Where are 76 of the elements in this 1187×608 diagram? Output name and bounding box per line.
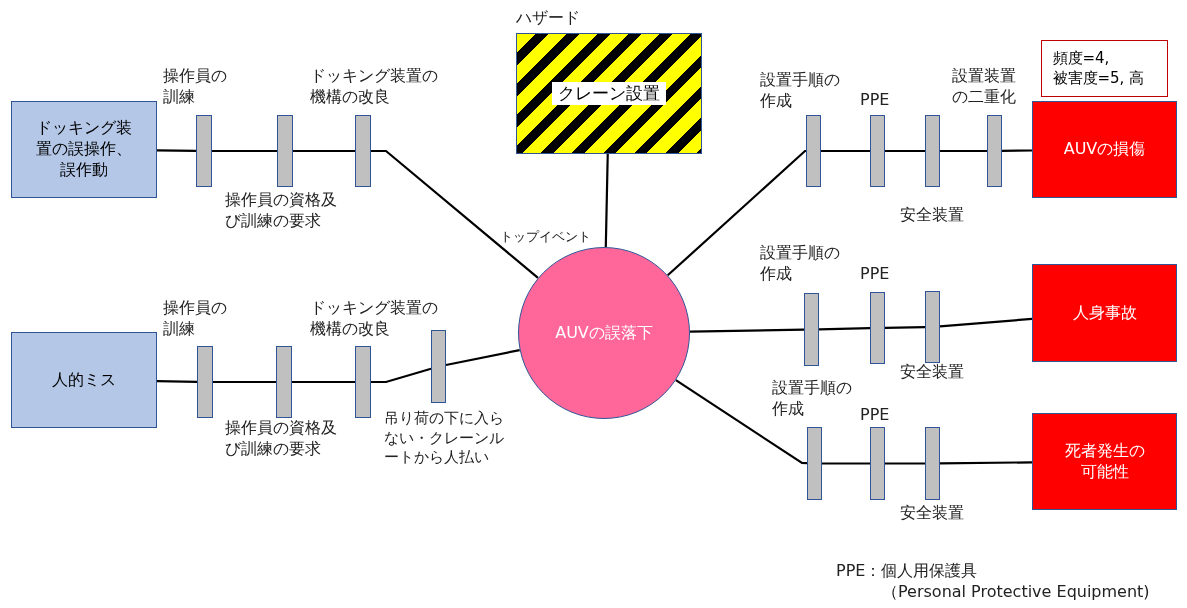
- connector-line: [371, 367, 432, 384]
- barrier-label: 操作員の訓練: [163, 66, 228, 108]
- barrier-label: 操作員の資格及び訓練の要求: [225, 418, 338, 460]
- barrier-label: 設置装置の二重化: [952, 66, 1017, 108]
- barrier-label: 操作員の資格及び訓練の要求: [225, 190, 338, 232]
- barrier-bar: [197, 346, 213, 418]
- barrier-bar: [987, 115, 1002, 187]
- barrier-bar: [806, 115, 821, 187]
- consequence-text: AUVの損傷: [1062, 139, 1147, 160]
- barrier-label: ドッキング装置の機構の改良: [310, 298, 439, 340]
- connector-line: [292, 380, 355, 384]
- connector-line: [157, 149, 196, 152]
- barrier-label: PPE: [860, 90, 891, 111]
- connector-line: [213, 380, 276, 384]
- barrier-bar: [870, 115, 885, 187]
- footnote-text: PPE：個人用保護具: [836, 561, 978, 582]
- consequence-text: 死者発生の可能性: [1063, 440, 1146, 483]
- connector-line: [293, 149, 355, 153]
- barrier-bar: [277, 115, 293, 187]
- consequence-box: [1032, 413, 1177, 510]
- connector-line: [212, 149, 277, 153]
- barrier-bar: [276, 346, 292, 418]
- barrier-bar: [196, 115, 212, 187]
- top-event-heading: トップイベント: [500, 229, 592, 246]
- connector-line: [445, 349, 520, 367]
- hazard-text: クレーン設置: [552, 82, 666, 105]
- consequence-text: 人身事故: [1071, 302, 1138, 324]
- threat-text: ドッキング装置の誤操作、誤作動: [35, 118, 133, 181]
- barrier-label: PPE: [860, 264, 891, 285]
- connector-line: [1002, 149, 1032, 152]
- footnote-text: （Personal Protective Equipment): [882, 582, 1150, 603]
- barrier-bar: [870, 292, 885, 364]
- barrier-label: 操作員の訓練: [163, 298, 228, 340]
- connector-line: [667, 149, 807, 277]
- hazard-heading: ハザード: [516, 8, 581, 29]
- barrier-bar: [355, 115, 371, 187]
- barrier-bar: [925, 115, 940, 187]
- barrier-label: 吊り荷の下に入らない・クレーンルートから人払い: [384, 409, 505, 468]
- connector-line: [371, 149, 539, 279]
- connector-line: [885, 462, 925, 465]
- threat-box: [11, 101, 157, 198]
- connector-line: [940, 461, 1032, 465]
- threat-box: [11, 332, 157, 428]
- connector-line: [940, 149, 987, 153]
- barrier-label: ドッキング装置の機構の改良: [310, 66, 439, 108]
- threat-text: 人的ミス: [51, 369, 117, 391]
- barrier-label: 安全装置: [900, 205, 965, 226]
- connector-line: [604, 153, 609, 248]
- barrier-bar: [807, 427, 822, 500]
- hazard-box: [516, 33, 702, 154]
- barrier-label: 安全装置: [900, 503, 965, 524]
- connector-line: [939, 317, 1033, 328]
- risk-rating-text: 頻度=4, 被害度=5, 高: [1052, 49, 1146, 88]
- connector-line: [821, 149, 870, 153]
- connector-line: [885, 149, 925, 153]
- top-event-text: AUVの誤落下: [554, 322, 654, 344]
- barrier-bar: [804, 293, 819, 366]
- barrier-bar: [925, 291, 940, 363]
- consequence-box: [1032, 101, 1177, 198]
- connector-line: [885, 326, 925, 329]
- barrier-bar: [355, 346, 371, 418]
- barrier-label: 設置手順の作成: [772, 378, 853, 420]
- barrier-label: 設置手順の作成: [760, 243, 841, 285]
- barrier-bar: [431, 330, 446, 403]
- connector-line: [822, 462, 870, 465]
- barrier-bar: [925, 427, 940, 500]
- risk-rating-box: [1041, 40, 1168, 97]
- barrier-label: 設置手順の作成: [760, 70, 841, 112]
- connector-line: [157, 380, 197, 383]
- barrier-bar: [870, 427, 885, 500]
- consequence-box: [1032, 264, 1177, 362]
- barrier-label: PPE: [860, 405, 891, 426]
- barrier-label: 安全装置: [900, 362, 965, 383]
- connector-line: [818, 327, 871, 331]
- connector-line: [689, 328, 804, 333]
- connector-line: [675, 379, 808, 465]
